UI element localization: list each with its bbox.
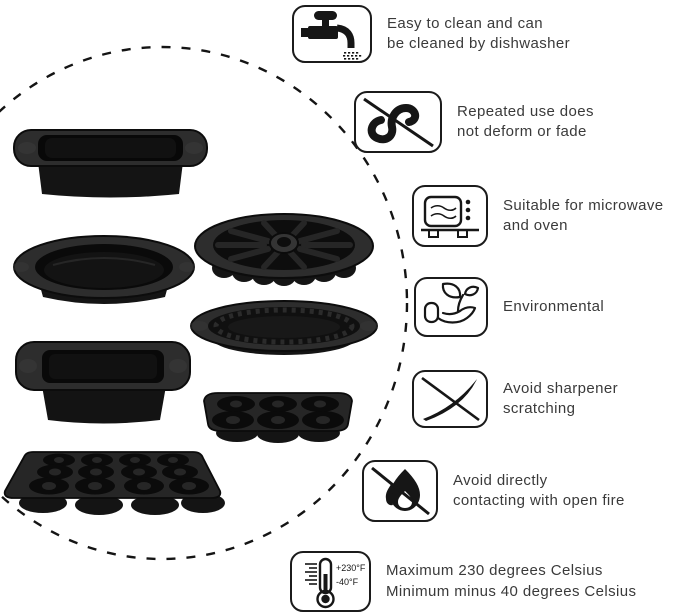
caption-line: not deform or fade: [457, 123, 587, 140]
feature-caption: Environmental: [503, 297, 604, 318]
bakeware-photo: [0, 45, 409, 561]
feature-no-open-fire: Avoid directly contacting with open fire: [362, 460, 625, 522]
round-cake-pan: [13, 235, 195, 304]
feature-caption: Suitable for microwave and oven: [503, 196, 664, 237]
feature-environmental: Environmental: [414, 277, 604, 337]
dashed-circle: [0, 45, 409, 561]
caption-line: contacting with open fire: [453, 492, 625, 509]
caption-line: and oven: [503, 217, 568, 234]
eco-hand-icon: [414, 277, 488, 337]
caption-line: Suitable for microwave: [503, 196, 664, 214]
caption-line: Maximum 230 degrees Celsius: [386, 562, 603, 579]
caption-line: Avoid sharpener: [503, 379, 618, 397]
feature-caption: Maximum 230 degrees Celsius Minimum minu…: [386, 561, 636, 602]
feature-temperature-range: +230°F -40°F Maximum 230 degrees Celsius…: [290, 551, 636, 612]
no-knife-icon: [412, 370, 488, 428]
feature-caption: Easy to clean and can be cleaned by dish…: [387, 14, 570, 55]
feature-caption: Repeated use does not deform or fade: [457, 102, 594, 143]
feature-caption: Avoid directly contacting with open fire: [453, 471, 625, 512]
feature-no-sharpener: Avoid sharpener scratching: [412, 370, 618, 428]
no-open-fire-icon: [362, 460, 438, 522]
thermometer-min-label: -40°F: [336, 577, 359, 587]
faucet-icon: [292, 5, 372, 63]
caption-line: Environmental: [503, 297, 605, 315]
caption-line: be cleaned by dishwasher: [387, 35, 571, 52]
fluted-pie-pan: [190, 300, 378, 355]
caption-line: Repeated use does: [457, 102, 594, 120]
no-deform-icon: [354, 91, 442, 153]
caption-line: Minimum minus 40 degrees Celsius: [386, 582, 637, 600]
bundt-cake-pan: [194, 213, 374, 286]
square-cake-pan: [15, 341, 191, 424]
muffin-pan-6-cup: [203, 392, 353, 443]
mini-muffin-tray-12-cup: [3, 451, 225, 515]
caption-line: Avoid directly: [453, 471, 548, 489]
feature-microwave-oven: Suitable for microwave and oven: [412, 185, 664, 247]
thermometer-max-label: +230°F: [336, 563, 366, 573]
feature-no-deform: Repeated use does not deform or fade: [354, 91, 594, 153]
loaf-pan: [13, 129, 208, 198]
thermometer-icon: +230°F -40°F: [290, 551, 371, 612]
caption-line: scratching: [503, 400, 576, 417]
feature-caption: Avoid sharpener scratching: [503, 379, 618, 420]
microwave-icon: [412, 185, 488, 247]
caption-line: Easy to clean and can: [387, 14, 543, 32]
feature-easy-clean: Easy to clean and can be cleaned by dish…: [292, 5, 570, 63]
